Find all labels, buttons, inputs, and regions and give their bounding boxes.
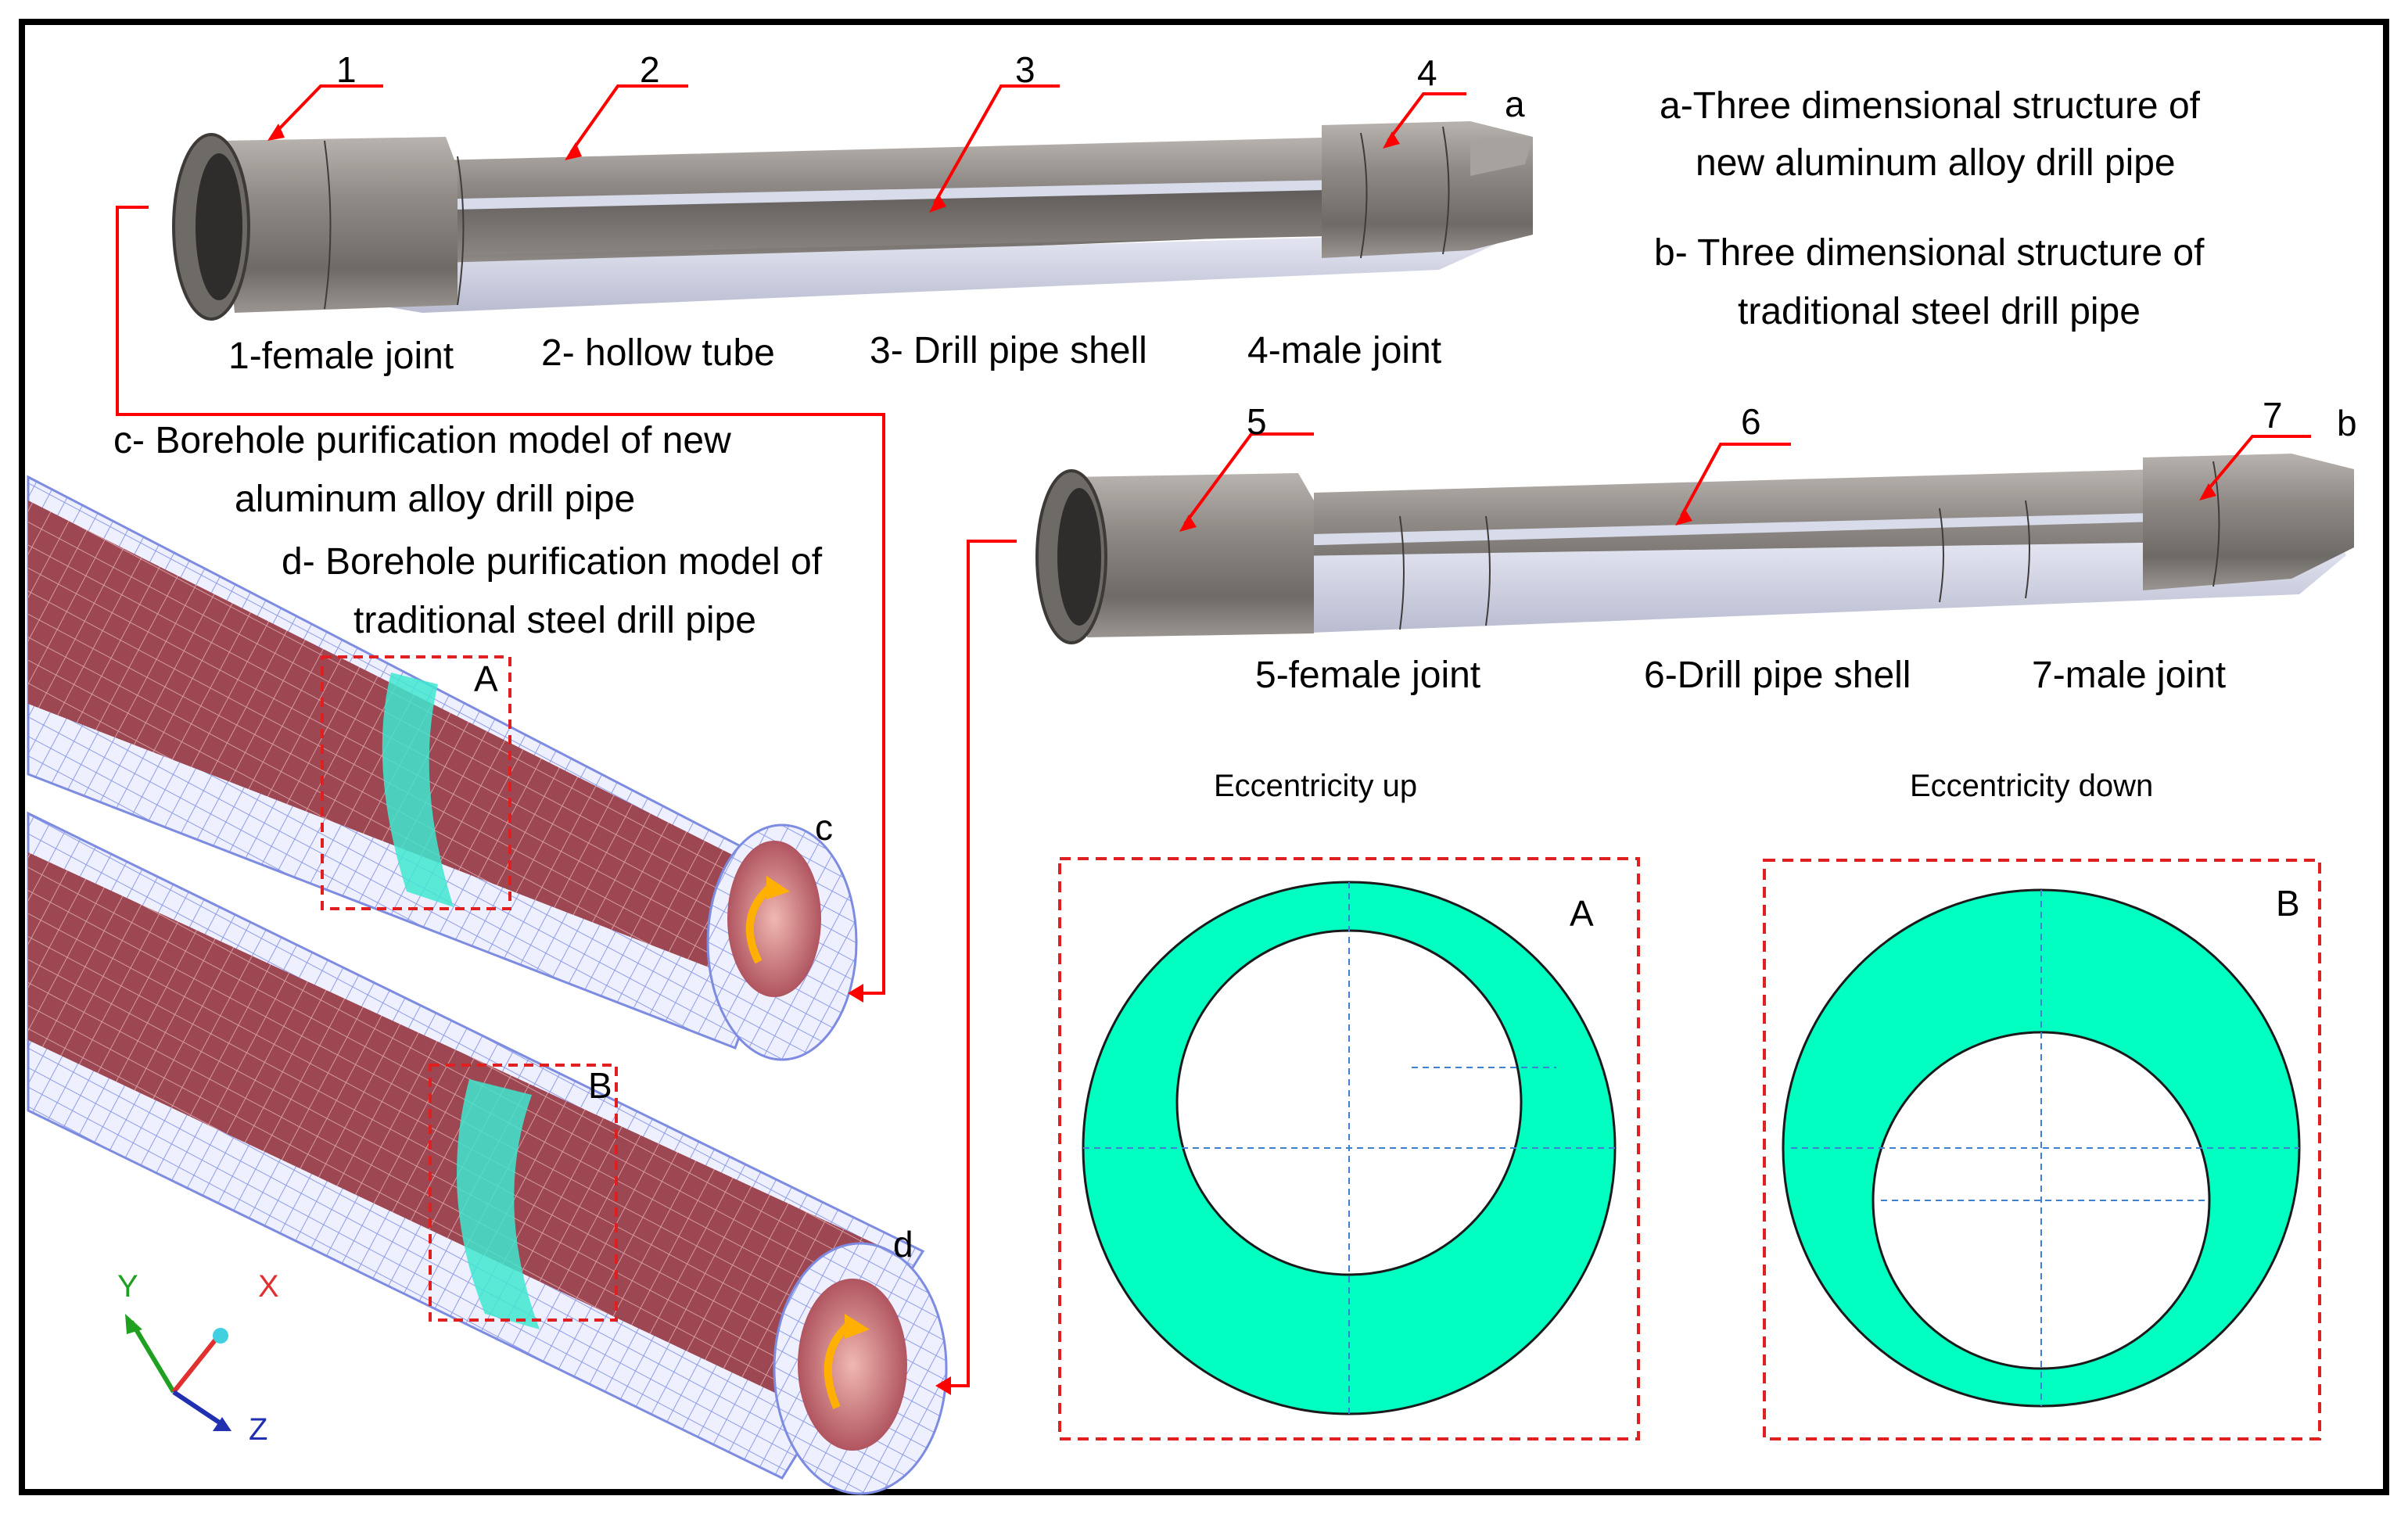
- part-label-3: 3- Drill pipe shell: [870, 330, 1147, 371]
- pipe-a-letter: a: [1505, 84, 1525, 124]
- part-label-6: 6-Drill pipe shell: [1644, 655, 1911, 696]
- leader-lines: [116, 84, 2311, 1387]
- section-down: [1763, 859, 2321, 1440]
- pipe-a-female-hole: [196, 153, 242, 300]
- callout-6: 6: [1741, 401, 1761, 442]
- legend-d-line2: traditional steel drill pipe: [353, 600, 756, 641]
- z-axis-head: [213, 1417, 231, 1431]
- callout-3: 3: [1015, 49, 1035, 90]
- model-c: [27, 475, 858, 1061]
- section-down-centerlines: [1791, 890, 2299, 1406]
- axis-x-label: X: [258, 1269, 279, 1304]
- section-up: [1058, 857, 1640, 1440]
- legend-a-line2: new aluminum alloy drill pipe: [1696, 142, 2176, 184]
- axis-triad: [125, 1314, 231, 1431]
- y-axis-head: [125, 1314, 142, 1334]
- pipe-a-drawing: [172, 121, 1533, 321]
- model-c-detail-box: [321, 655, 511, 910]
- part-label-4: 4-male joint: [1247, 330, 1442, 371]
- figure-frame: [19, 19, 2389, 1495]
- section-down-title: Eccentricity down: [1910, 769, 2154, 803]
- pipe-b-male-joint: [2143, 454, 2354, 590]
- model-d-letter: d: [893, 1224, 913, 1265]
- legend-d-line1: d- Borehole purification model of: [282, 541, 823, 583]
- callout-5: 5: [1247, 401, 1267, 442]
- model-d-bore: [798, 1279, 907, 1451]
- section-down-box: [1763, 859, 2321, 1440]
- legend-c-line2: aluminum alloy drill pipe: [235, 479, 636, 520]
- section-up-title: Eccentricity up: [1214, 769, 1418, 803]
- pipe-b-cut-bottom: [1095, 540, 2346, 633]
- model-c-bore: [727, 841, 821, 997]
- section-up-letter: A: [1570, 893, 1594, 934]
- pipe-a-female-joint: [219, 137, 458, 313]
- z-axis-arrow: [172, 1390, 224, 1427]
- model-d-detail-box: [429, 1064, 618, 1322]
- axis-z-label: Z: [249, 1412, 268, 1447]
- pipe-a-ring-lines: [324, 126, 1450, 310]
- y-axis-arrow: [129, 1320, 176, 1394]
- model-d-annulus-ring: [457, 1079, 540, 1329]
- model-c-box-letter: A: [474, 658, 498, 699]
- pipe-a-male-thread: [1470, 137, 1533, 176]
- legend-a-line1: a-Three dimensional structure of: [1660, 85, 2200, 127]
- model-c-letter: c: [815, 807, 833, 848]
- x-axis-knob: [213, 1328, 228, 1344]
- pipe-b-female-hole: [1057, 488, 1101, 626]
- model-d-box-letter: B: [588, 1065, 612, 1106]
- legend-b-line2: traditional steel drill pipe: [1738, 291, 2141, 332]
- pipe-a-cut-top: [313, 178, 1431, 213]
- legend-b-line1: b- Three dimensional structure of: [1654, 232, 2205, 274]
- model-d-arrow-head: [845, 1314, 870, 1339]
- part-label-2: 2- hollow tube: [541, 332, 775, 374]
- callout-1: 1: [336, 49, 357, 90]
- pipe-a-cut-bottom: [328, 235, 1517, 313]
- axis-y-label: Y: [117, 1269, 138, 1304]
- pipe-b-drawing: [1035, 454, 2354, 644]
- leader-arrowheads: [267, 124, 2216, 1395]
- section-up-box: [1058, 857, 1640, 1440]
- pipe-b-female-joint: [1071, 473, 1314, 637]
- section-up-centerlines: [1083, 882, 1615, 1414]
- model-c-arrow-head: [766, 876, 790, 899]
- model-c-annulus-ring: [382, 673, 454, 907]
- pipe-b-cut-top: [1095, 508, 2354, 551]
- model-d: [27, 811, 948, 1495]
- part-label-7: 7-male joint: [2032, 655, 2227, 696]
- callout-2: 2: [640, 49, 660, 90]
- callout-7: 7: [2263, 395, 2283, 436]
- legend-c-line1: c- Borehole purification model of new: [113, 420, 731, 461]
- pipe-b-letter: b: [2337, 403, 2357, 443]
- part-label-1: 1-female joint: [228, 335, 454, 377]
- part-label-5: 5-female joint: [1255, 655, 1481, 696]
- section-down-letter: B: [2276, 883, 2300, 924]
- pipe-b-ring-lines: [1399, 461, 2220, 630]
- callout-4: 4: [1417, 52, 1437, 93]
